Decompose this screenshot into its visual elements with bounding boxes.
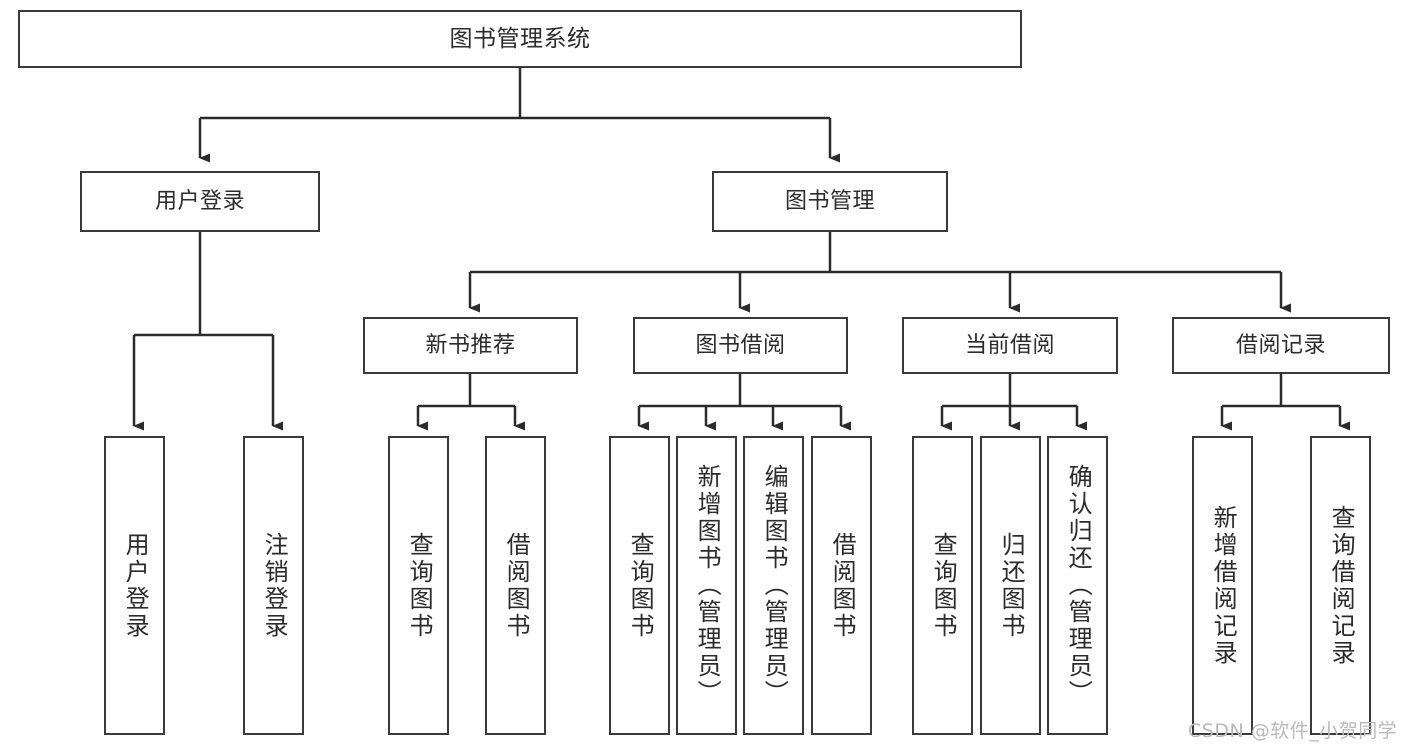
node-label: 用户登录 [121,531,150,640]
node-label: 用户登录 [154,188,245,214]
node-label: 借阅图书 [502,531,531,640]
node-leaf-query-book-recommend[interactable]: 查询图书 [388,436,449,735]
node-label: 当前借阅 [964,332,1055,358]
node-leaf-add-book-admin[interactable]: 新增图书（管理员） [676,436,737,735]
node-label: 查询图书 [405,531,434,640]
node-leaf-confirm-return-admin[interactable]: 确认归还（管理员） [1047,436,1108,735]
node-label: 注销登录 [260,531,289,640]
node-label: 确认归还（管理员） [1064,464,1093,707]
node-label: 查询图书 [626,531,655,640]
node-leaf-return-book[interactable]: 归还图书 [980,436,1041,735]
node-borrow-record[interactable]: 借阅记录 [1172,317,1390,374]
node-book-management[interactable]: 图书管理 [712,171,948,232]
node-leaf-query-book[interactable]: 查询图书 [609,436,670,735]
node-user-login[interactable]: 用户登录 [80,171,320,232]
node-book-borrow[interactable]: 图书借阅 [633,317,848,374]
node-label: 借阅图书 [828,531,857,640]
node-current-borrow[interactable]: 当前借阅 [902,317,1118,374]
node-new-book-recommend[interactable]: 新书推荐 [363,317,578,374]
node-label: 新增图书（管理员） [693,464,722,707]
node-label: 图书管理 [784,188,875,214]
node-leaf-edit-book-admin[interactable]: 编辑图书（管理员） [743,436,804,735]
node-label: 图书借阅 [695,332,786,358]
node-leaf-user-login[interactable]: 用户登录 [104,436,165,735]
node-leaf-query-book-current[interactable]: 查询图书 [912,436,973,735]
node-leaf-add-borrow-record[interactable]: 新增借阅记录 [1192,436,1253,735]
node-label: 编辑图书（管理员） [760,464,789,707]
node-leaf-borrow-book[interactable]: 借阅图书 [811,436,872,735]
node-label: 新书推荐 [425,332,516,358]
node-label: 查询图书 [929,531,958,640]
node-root-book-management-system[interactable]: 图书管理系统 [18,10,1022,68]
node-label: 图书管理系统 [449,25,591,52]
node-leaf-borrow-book-recommend[interactable]: 借阅图书 [485,436,546,735]
node-leaf-logout[interactable]: 注销登录 [243,436,304,735]
node-label: 查询借阅记录 [1327,504,1356,667]
node-label: 新增借阅记录 [1209,504,1238,667]
node-leaf-query-borrow-record[interactable]: 查询借阅记录 [1310,436,1371,735]
watermark: CSDN @软件_小贺同学 [1188,720,1398,742]
node-label: 归还图书 [997,531,1026,640]
node-label: 借阅记录 [1235,332,1326,358]
